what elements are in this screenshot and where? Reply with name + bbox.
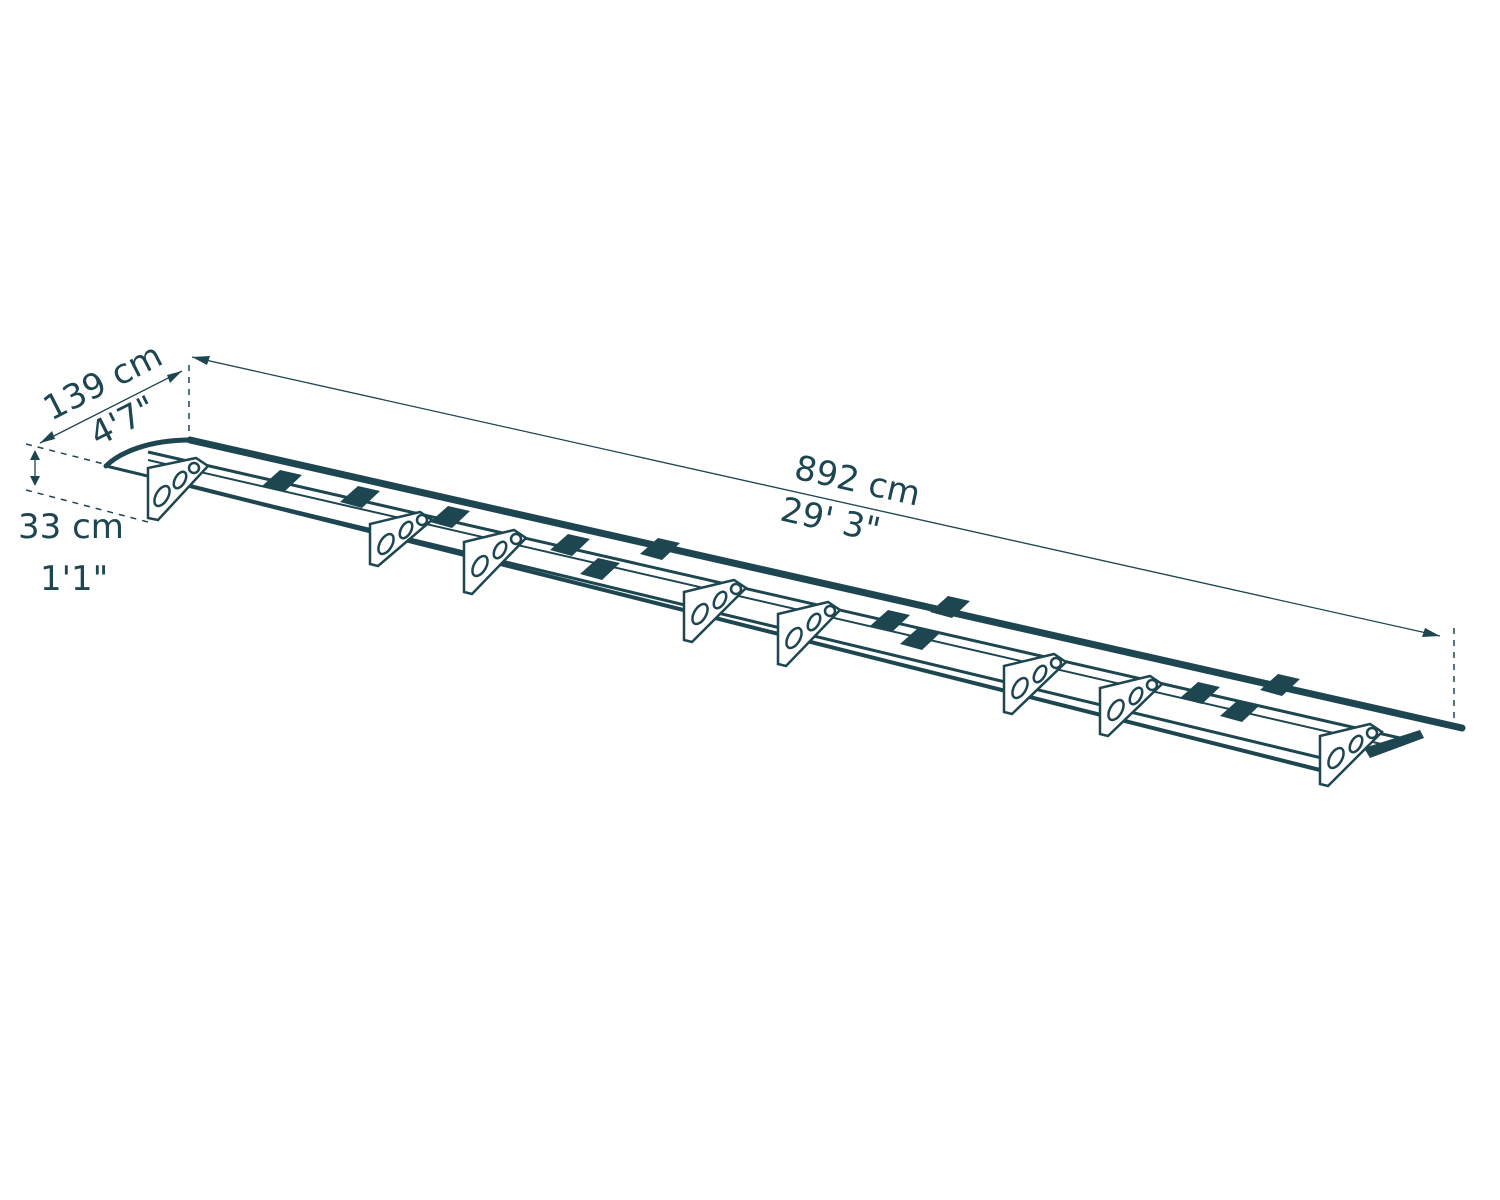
arrowhead-icon: [30, 450, 40, 460]
extension-line: [25, 443, 105, 465]
height-metric-label: 33 cm: [18, 507, 124, 547]
arrowhead-icon: [30, 476, 40, 486]
wall-rail: [186, 436, 1466, 732]
end-arc: [103, 437, 193, 469]
bracket: [146, 456, 210, 522]
brackets: [146, 456, 1424, 788]
awning-frame: [103, 436, 1466, 788]
bracket: [462, 528, 528, 596]
bracket: [1318, 722, 1384, 788]
lower-rail: [189, 484, 1321, 772]
depth-dimension: 139 cm 4'7": [37, 335, 183, 455]
bracket: [368, 510, 435, 568]
cross-bars: [262, 470, 1300, 722]
bracket: [1002, 652, 1068, 716]
middle-rail: [147, 450, 1401, 740]
arrowhead-icon: [1422, 628, 1440, 637]
end-cap: [1364, 730, 1424, 758]
height-imperial-label: 1'1": [40, 559, 108, 599]
bracket: [682, 578, 748, 644]
bracket: [776, 600, 842, 668]
arrowhead-icon: [167, 371, 182, 383]
arrowhead-icon: [40, 431, 55, 443]
extension-line: [25, 489, 149, 523]
depth-dimension-line: [39, 370, 183, 444]
height-dimension: 33 cm 1'1": [18, 443, 149, 599]
bracket: [1098, 674, 1164, 738]
middle-rail: [147, 459, 1391, 747]
length-dimension-line: [191, 356, 1441, 637]
arrowhead-icon: [192, 356, 210, 365]
